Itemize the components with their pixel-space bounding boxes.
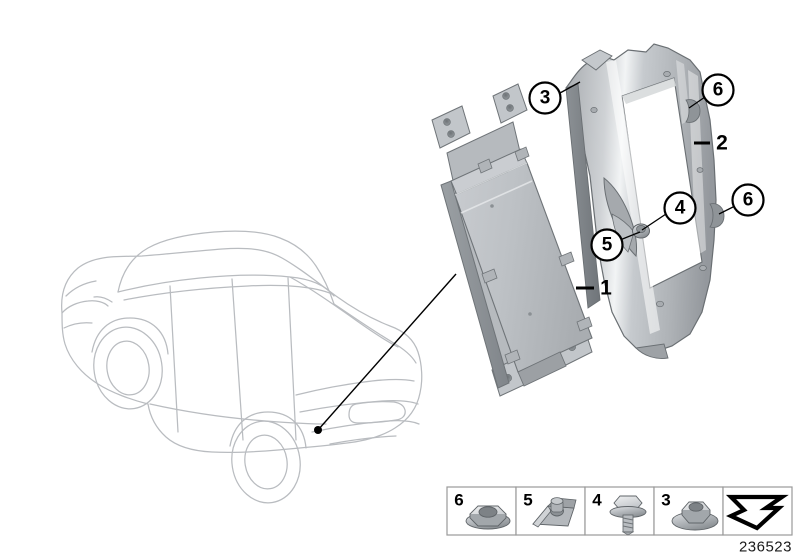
- callout-5[interactable]: 5: [590, 228, 624, 262]
- legend-cell-3[interactable]: 3: [653, 486, 724, 536]
- callout-3[interactable]: 3: [528, 81, 562, 115]
- callout-1-label: 1: [600, 277, 612, 300]
- legend-cell-6[interactable]: 6: [446, 486, 517, 536]
- callout-5-label: 5: [602, 235, 613, 256]
- legend-label-5: 5: [523, 491, 532, 510]
- hex-flange-nut-icon: [671, 501, 719, 531]
- cage-clip-nut-icon: [532, 497, 577, 528]
- callout-4-label: 4: [675, 198, 686, 219]
- flanged-hex-nut-icon: [465, 505, 511, 530]
- bracket-notch-upper: [685, 99, 701, 123]
- callout-leaders: [559, 81, 736, 290]
- legend-label-3: 3: [661, 491, 670, 510]
- legend-cell-5[interactable]: 5: [515, 486, 586, 536]
- leader-3: [559, 81, 581, 94]
- callout-2-label: 2: [716, 132, 728, 155]
- mounting-bracket-part-2: [565, 43, 725, 359]
- legend-cell-arrow[interactable]: [722, 486, 793, 536]
- hex-flange-bolt-icon: [609, 495, 647, 536]
- callout-6-upper-label: 6: [713, 80, 724, 101]
- bracket-notch-lower: [709, 203, 725, 228]
- vehicle-leader-line: [314, 273, 457, 434]
- leader-6-lower: [718, 205, 736, 215]
- direction-arrow-icon: [725, 494, 789, 531]
- callout-4[interactable]: 4: [663, 191, 697, 225]
- part-number: 236523: [739, 539, 792, 556]
- control-module-part-1: [431, 83, 593, 397]
- leader-4: [641, 213, 667, 231]
- legend-label-6: 6: [454, 491, 463, 510]
- callout-6-lower[interactable]: 6: [731, 183, 765, 217]
- callout-6-lower-label: 6: [743, 190, 754, 211]
- callout-3-label: 3: [540, 88, 551, 109]
- mount-point-dot: [314, 426, 322, 434]
- leader-6-upper: [688, 96, 706, 109]
- sedan-outline: [60, 230, 423, 504]
- callout-6-upper[interactable]: 6: [701, 73, 735, 107]
- legend-cell-4[interactable]: 4: [584, 486, 655, 536]
- legend-label-4: 4: [592, 491, 602, 510]
- leader-5: [619, 231, 641, 241]
